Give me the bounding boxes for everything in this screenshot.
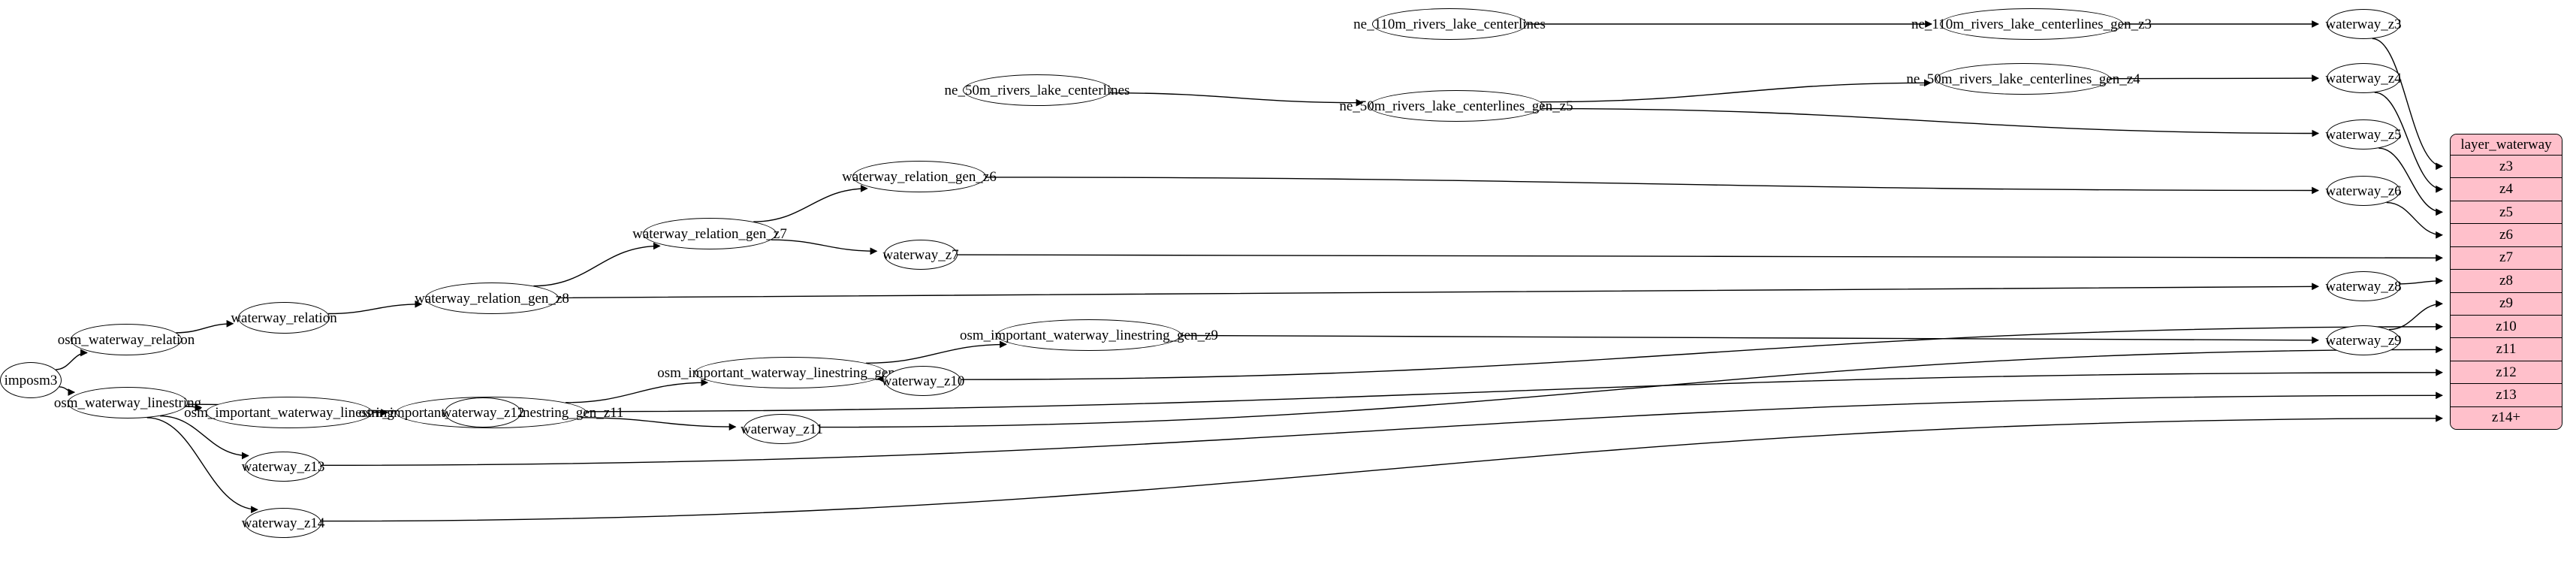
graph-node-label: osm_important_waterway_linestring_gen_z9 [959,327,1219,343]
record-row-z8[interactable]: z8 [2451,270,2562,293]
graph-node-waterway_z7[interactable]: waterway_z7 [882,240,959,270]
graph-node-label: waterway_z12 [441,404,525,421]
graph-node-label: waterway_z7 [882,246,959,263]
graph-node-label: waterway_z11 [740,421,824,437]
graph-node-waterway_z8[interactable]: waterway_z8 [2325,271,2402,301]
graph-node-ne_50m_rivers_lake_centerlines_gen_z4[interactable]: ne_50m_rivers_lake_centerlines_gen_z4 [1906,63,2140,95]
graph-node-ne_50m_rivers_lake_centerlines_gen_z5[interactable]: ne_50m_rivers_lake_centerlines_gen_z5 [1339,90,1573,122]
graph-node-waterway_z9[interactable]: waterway_z9 [2325,325,2402,355]
graph-node-ne_50m_rivers_lake_centerlines[interactable]: ne_50m_rivers_lake_centerlines [945,74,1130,106]
graph-node-label: waterway_z5 [2325,126,2402,143]
graph-node-label: imposm3 [4,372,58,388]
graph-node-label: waterway_z6 [2325,183,2402,199]
graph-node-waterway_relation_gen_z8[interactable]: waterway_relation_gen_z8 [415,282,569,314]
record-row-z13[interactable]: z13 [2451,384,2562,407]
graph-node-label: osm_waterway_linestring [53,394,202,411]
graph-node-waterway_relation[interactable]: waterway_relation [231,302,337,334]
graph-node-waterway_relation_gen_z7[interactable]: waterway_relation_gen_z7 [632,218,787,249]
graph-node-waterway_z5[interactable]: waterway_z5 [2325,119,2402,150]
graph-node-label: waterway_relation_gen_z8 [415,290,569,307]
record-row-z12[interactable]: z12 [2451,361,2562,385]
graph-node-waterway_z4[interactable]: waterway_z4 [2325,63,2402,93]
graph-node-waterway_z12[interactable]: waterway_z12 [442,397,524,428]
graph-node-label: waterway_z10 [881,373,965,389]
record-row-z4[interactable]: z4 [2451,178,2562,201]
graph-node-osm_waterway_relation[interactable]: osm_waterway_relation [58,324,195,355]
graph-node-label: osm_important_waterway_linestring [184,404,394,421]
graph-node-label: ne_110m_rivers_lake_centerlines_gen_z3 [1911,16,2152,32]
graph-node-label: ne_50m_rivers_lake_centerlines_gen_z4 [1906,71,2140,87]
graph-node-label: waterway_z13 [241,458,325,475]
graph-node-label: ne_50m_rivers_lake_centerlines_gen_z5 [1339,98,1573,114]
graph-node-waterway_z13[interactable]: waterway_z13 [242,452,324,482]
graph-node-label: waterway_z14 [241,515,325,531]
graph-node-imposm3[interactable]: imposm3 [0,362,62,398]
graph-node-waterway_z11[interactable]: waterway_z11 [740,414,824,444]
graph-node-label: waterway_relation [231,310,337,326]
record-row-z6[interactable]: z6 [2451,224,2562,247]
record-row-z11[interactable]: z11 [2451,338,2562,361]
graph-node-label: waterway_z3 [2325,16,2402,32]
graph-node-label: ne_50m_rivers_lake_centerlines [944,82,1130,98]
graph-node-osm_important_waterway_linestring[interactable]: osm_important_waterway_linestring [184,397,394,428]
record-row-z5[interactable]: z5 [2451,201,2562,225]
record-row-z7[interactable]: z7 [2451,246,2562,270]
graph-node-label: ne_110m_rivers_lake_centerlines [1353,16,1546,32]
graph-node-label: waterway_z8 [2325,278,2402,295]
graph-node-label: osm_waterway_relation [57,331,195,348]
graph-node-label: waterway_relation_gen_z6 [842,168,997,185]
graph-node-osm_important_waterway_linestring_gen_z10[interactable]: osm_important_waterway_linestring_gen_z1… [657,357,923,388]
graph-node-label: waterway_z4 [2325,70,2402,86]
graph-node-osm_waterway_linestring[interactable]: osm_waterway_linestring [54,387,201,418]
graph-node-waterway_relation_gen_z6[interactable]: waterway_relation_gen_z6 [842,161,997,192]
graph-node-waterway_z3[interactable]: waterway_z3 [2325,9,2402,39]
graph-node-ne_110m_rivers_lake_centerlines_gen_z3[interactable]: ne_110m_rivers_lake_centerlines_gen_z3 [1911,8,2152,40]
graph-node-label: osm_important_waterway_linestring_gen_z1… [657,364,923,381]
graph-node-label: waterway_relation_gen_z7 [632,225,787,242]
graph-node-waterway_z14[interactable]: waterway_z14 [242,508,324,538]
record-row-z9[interactable]: z9 [2451,292,2562,316]
record-row-z3[interactable]: z3 [2451,156,2562,179]
graph-node-waterway_z6[interactable]: waterway_z6 [2325,176,2402,206]
record-row-z14+[interactable]: z14+ [2451,406,2562,429]
graph-node-osm_important_waterway_linestring_gen_z9[interactable]: osm_important_waterway_linestring_gen_z9 [960,319,1218,351]
graph-node-ne_110m_rivers_lake_centerlines[interactable]: ne_110m_rivers_lake_centerlines [1353,8,1546,40]
graph-node-label: waterway_z9 [2325,332,2402,349]
graph-node-waterway_z10[interactable]: waterway_z10 [882,366,964,396]
record-row-z10[interactable]: z10 [2451,315,2562,339]
record-header: layer_waterway [2451,134,2562,156]
